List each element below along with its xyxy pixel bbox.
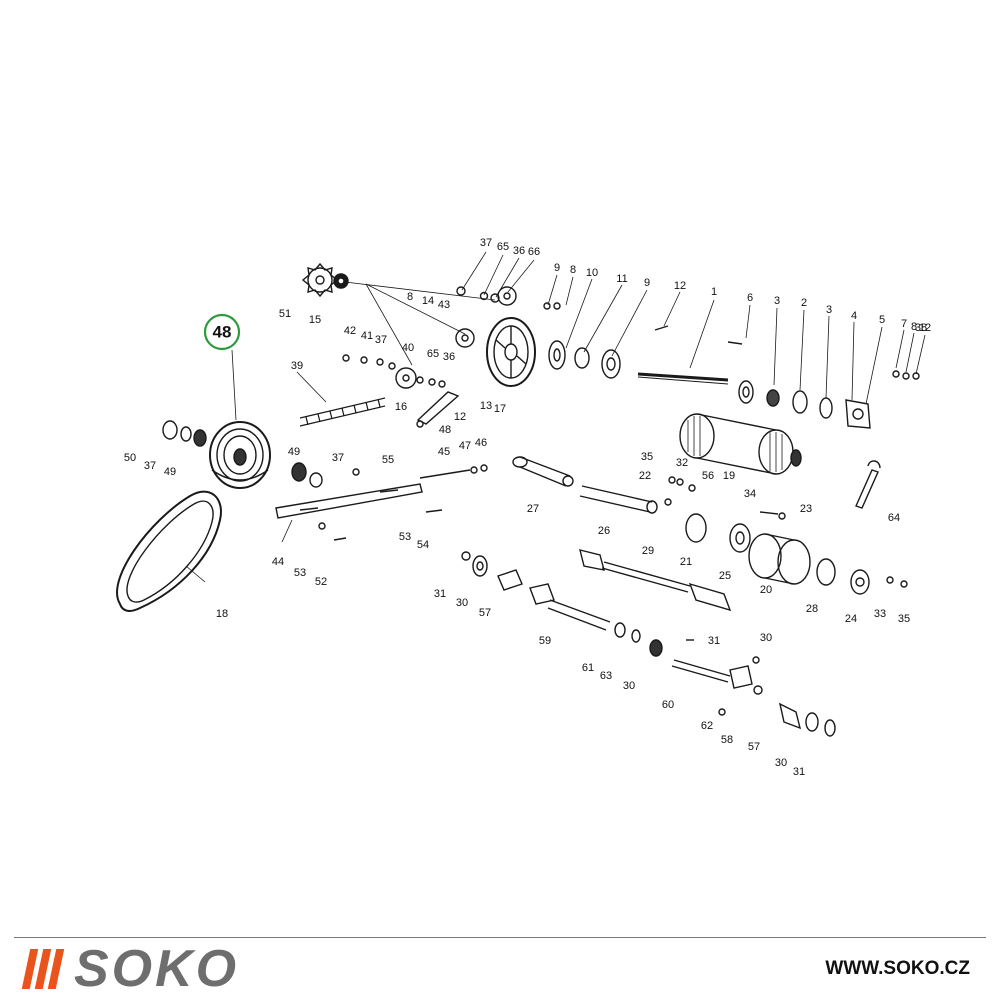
- callout-55: 55: [382, 454, 394, 466]
- callout-11: 11: [616, 273, 627, 285]
- callout-50: 50: [124, 452, 136, 464]
- callout-37: 37: [144, 460, 156, 472]
- callout-30: 30: [623, 680, 635, 692]
- callout-59: 59: [539, 635, 551, 647]
- callout-6: 6: [747, 292, 753, 304]
- callout-49: 49: [164, 466, 176, 478]
- callout-12: 12: [919, 322, 931, 334]
- callout-8: 8: [407, 291, 413, 303]
- callout-58: 58: [721, 734, 733, 746]
- callout-15: 15: [309, 314, 321, 326]
- highlighted-part-number: 48: [213, 322, 232, 341]
- callout-10: 10: [586, 267, 598, 279]
- callout-60: 60: [662, 699, 674, 711]
- callout-25: 25: [719, 570, 731, 582]
- callout-5: 5: [879, 314, 885, 326]
- callout-3: 3: [826, 304, 832, 316]
- callout-41: 41: [361, 330, 373, 342]
- callout-65: 65: [427, 348, 439, 360]
- callout-39: 39: [291, 360, 303, 372]
- callout-40: 40: [402, 342, 414, 354]
- callout-12: 12: [674, 280, 686, 292]
- logo-text: SOKO: [74, 940, 240, 998]
- callout-57: 57: [748, 741, 760, 753]
- callout-8: 8: [911, 321, 917, 333]
- callout-53: 53: [399, 531, 411, 543]
- callout-31: 31: [434, 588, 446, 600]
- callout-30: 30: [775, 757, 787, 769]
- callout-48: 48: [439, 424, 451, 436]
- callout-38: 38: [915, 322, 927, 334]
- callout-61: 61: [582, 662, 594, 674]
- callout-44: 44: [272, 556, 284, 568]
- callout-33: 33: [874, 608, 886, 620]
- callout-1: 1: [711, 286, 717, 298]
- callout-7: 7: [901, 318, 907, 330]
- callout-37: 37: [332, 452, 344, 464]
- callout-16: 16: [395, 401, 407, 413]
- callout-46: 46: [475, 437, 487, 449]
- callout-54: 54: [417, 539, 429, 551]
- callout-32: 32: [676, 457, 688, 469]
- callout-3: 3: [774, 295, 780, 307]
- callout-24: 24: [845, 613, 857, 625]
- callout-19: 19: [723, 470, 735, 482]
- callout-17: 17: [494, 403, 506, 415]
- callout-47: 47: [459, 440, 471, 452]
- callout-14: 14: [422, 295, 434, 307]
- soko-logo: SOKO: [21, 940, 240, 998]
- callout-28: 28: [806, 603, 818, 615]
- callout-43: 43: [438, 299, 450, 311]
- callout-31: 31: [708, 635, 720, 647]
- callout-30: 30: [760, 632, 772, 644]
- callout-26: 26: [598, 525, 610, 537]
- callout-35: 35: [641, 451, 653, 463]
- footer-divider: [14, 937, 986, 938]
- callout-36: 36: [443, 351, 455, 363]
- callout-13: 13: [480, 400, 492, 412]
- callout-9: 9: [644, 277, 650, 289]
- callout-52: 52: [315, 576, 327, 588]
- callout-37: 37: [375, 334, 387, 346]
- callout-45: 45: [438, 446, 450, 458]
- callout-8: 8: [570, 264, 576, 276]
- logo-bars-icon: [21, 949, 65, 989]
- callout-21: 21: [680, 556, 692, 568]
- callout-64: 64: [888, 512, 900, 524]
- website-url: WWW.SOKO.CZ: [825, 958, 970, 979]
- callout-53: 53: [294, 567, 306, 579]
- callout-9: 9: [554, 262, 560, 274]
- callout-57: 57: [479, 607, 491, 619]
- callout-23: 23: [800, 503, 812, 515]
- callout-42: 42: [344, 325, 356, 337]
- callout-30: 30: [456, 597, 468, 609]
- callout-20: 20: [760, 584, 772, 596]
- callout-66: 66: [528, 246, 540, 258]
- callout-22: 22: [639, 470, 651, 482]
- callout-31: 31: [793, 766, 805, 778]
- highlight-ring: [203, 313, 241, 351]
- callout-65: 65: [497, 241, 509, 253]
- callout-18: 18: [216, 608, 228, 620]
- callout-35: 35: [898, 613, 910, 625]
- callout-63: 63: [600, 670, 612, 682]
- callout-34: 34: [744, 488, 756, 500]
- callout-51: 51: [279, 308, 291, 320]
- callout-29: 29: [642, 545, 654, 557]
- callout-36: 36: [513, 245, 525, 257]
- callout-49: 49: [288, 446, 300, 458]
- callout-27: 27: [527, 503, 539, 515]
- callout-37: 37: [480, 237, 492, 249]
- callout-2: 2: [801, 297, 807, 309]
- part-drawings: [116, 251, 926, 737]
- callout-56: 56: [702, 470, 714, 482]
- callout-4: 4: [851, 310, 857, 322]
- callout-12: 12: [454, 411, 466, 423]
- callout-62: 62: [701, 720, 713, 732]
